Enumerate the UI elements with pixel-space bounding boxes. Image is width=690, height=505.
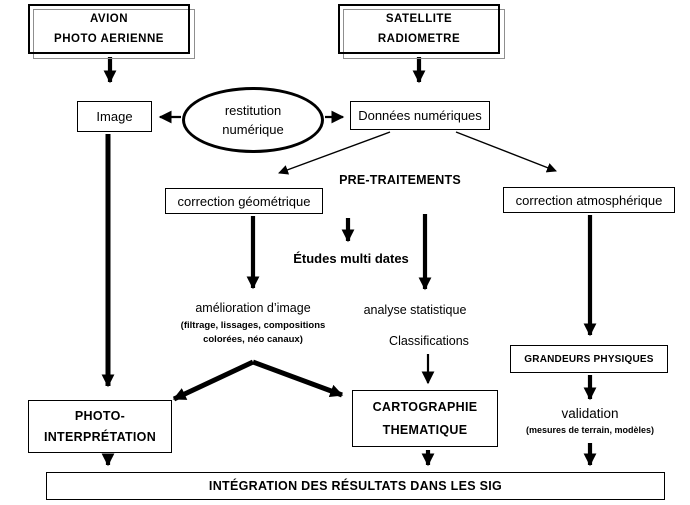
box-image: Image <box>77 101 152 132</box>
arrow-donnees-to-correction-atmospherique <box>455 131 557 173</box>
restitution-line2: numérique <box>222 122 284 137</box>
ellipse-restitution-numerique: restitution numérique <box>182 87 324 153</box>
satellite-line2: RADIOMETRE <box>377 32 461 45</box>
amelioration-sub-line2: colorées, néo canaux) <box>203 333 303 345</box>
photo-interpretation-line1: PHOTO- <box>74 408 126 423</box>
satellite-line1: SATELLITE <box>385 13 453 26</box>
avion-box-shadow <box>33 9 195 59</box>
label-pre-traitements: PRE-TRAITEMENTS <box>339 173 461 187</box>
box-correction-atmospherique: correction atmosphérique <box>503 187 675 213</box>
validation-sub: (mesures de terrain, modèles) <box>525 425 655 435</box>
box-avion-photo-aerienne: AVION PHOTO AERIENNE <box>28 4 190 54</box>
box-satellite-radiometre: SATELLITE RADIOMETRE <box>338 4 500 54</box>
arrow-donnees-to-correction-geometrique <box>278 131 391 175</box>
box-integration-sig: INTÉGRATION DES RÉSULTATS DANS LES SIG <box>46 472 665 500</box>
box-grandeurs-physiques: GRANDEURS PHYSIQUES <box>510 345 668 373</box>
avion-line1: AVION <box>89 13 129 26</box>
satellite-box-shadow <box>343 9 505 59</box>
validation-title: validation <box>561 406 619 421</box>
donnees-label: Données numériques <box>358 108 482 123</box>
restitution-line1: restitution <box>224 103 282 118</box>
label-amelioration-image: amélioration d’image (filtrage, lissages… <box>158 301 348 346</box>
amelioration-title: amélioration d’image <box>195 301 311 315</box>
avion-line2: PHOTO AERIENNE <box>54 32 164 45</box>
cartographie-line2: THEMATIQUE <box>382 423 468 437</box>
correction-atmospherique-label: correction atmosphérique <box>515 192 663 208</box>
amelioration-sub-line1: (filtrage, lissages, compositions <box>180 320 326 331</box>
integration-label: INTÉGRATION DES RÉSULTATS DANS LES SIG <box>208 479 503 493</box>
grandeurs-physiques-label: GRANDEURS PHYSIQUES <box>524 353 654 365</box>
box-cartographie-thematique: CARTOGRAPHIE THEMATIQUE <box>352 390 498 447</box>
cartographie-line1: CARTOGRAPHIE <box>372 400 478 414</box>
label-analyse-statistique: analyse statistique <box>363 303 467 317</box>
arrow-amelioration-to-photo-interpretation <box>172 359 255 402</box>
label-classifications: Classifications <box>389 334 469 348</box>
box-donnees-numeriques: Données numériques <box>350 101 490 130</box>
photo-interpretation-line2: INTERPRÉTATION <box>43 430 157 445</box>
box-photo-interpretation: PHOTO- INTERPRÉTATION <box>28 400 172 453</box>
label-etudes-multi-dates: Études multi dates <box>293 251 409 266</box>
arrow-amelioration-to-cartographie <box>252 359 344 398</box>
box-correction-geometrique: correction géométrique <box>165 188 323 214</box>
image-label: Image <box>96 109 133 124</box>
label-validation: validation (mesures de terrain, modèles) <box>515 406 665 436</box>
correction-geometrique-label: correction géométrique <box>177 193 311 209</box>
